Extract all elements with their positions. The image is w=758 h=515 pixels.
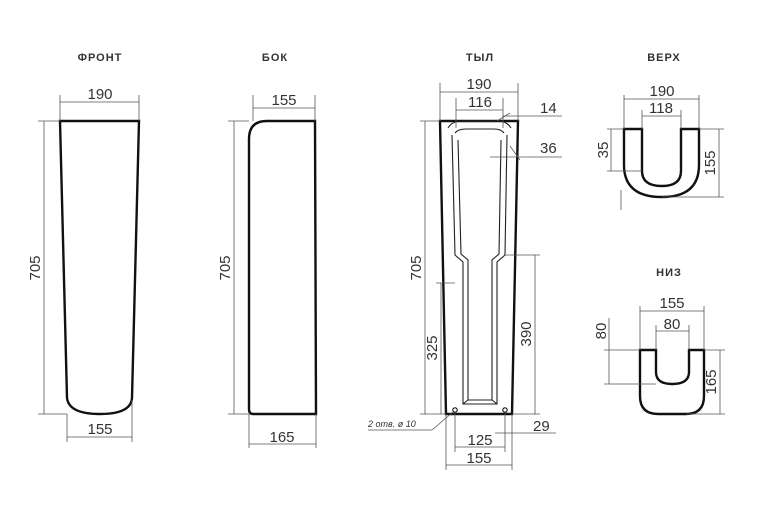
back-width-bottom-label: 155 xyxy=(466,450,491,467)
front-pedestal-outline xyxy=(58,119,141,416)
bottom-width-label: 155 xyxy=(659,295,684,312)
back-height-left-label: 325 xyxy=(424,335,441,360)
bottom-wall-label: 80 xyxy=(593,323,610,340)
front-height-label: 705 xyxy=(27,255,44,280)
side-view: БОК 155 705 165 xyxy=(217,52,318,448)
front-width-bottom-label: 155 xyxy=(87,421,112,438)
front-view: ФРОНТ 190 705 155 xyxy=(27,52,141,442)
front-view-title: ФРОНТ xyxy=(78,52,123,64)
top-view: ВЕРХ 190 118 155 35 xyxy=(595,52,724,210)
top-wall-label: 35 xyxy=(595,142,612,159)
front-width-top-label: 190 xyxy=(87,86,112,103)
back-offset-inner-label: 36 xyxy=(540,140,557,157)
side-height-label: 705 xyxy=(217,255,234,280)
side-view-title: БОК xyxy=(262,52,288,64)
top-width-label: 190 xyxy=(649,83,674,100)
bottom-inner-width-label: 80 xyxy=(664,316,681,333)
back-offset-top-label: 14 xyxy=(540,100,557,117)
mounting-hole-left xyxy=(452,407,458,413)
side-width-bottom-label: 165 xyxy=(269,429,294,446)
side-width-top-label: 155 xyxy=(271,92,296,109)
top-inner-width-label: 118 xyxy=(649,100,673,117)
back-view-title: ТЫЛ xyxy=(466,52,494,64)
bottom-depth-label: 165 xyxy=(703,369,720,394)
bottom-view: НИЗ 155 80 165 80 xyxy=(593,267,725,416)
back-holes-note: 2 отв. ø 10 xyxy=(367,419,416,429)
top-depth-label: 155 xyxy=(702,150,719,175)
back-height-right-label: 390 xyxy=(518,321,535,346)
back-inner-channel xyxy=(447,120,512,129)
back-view: ТЫЛ 190 116 14 36 705 xyxy=(367,52,562,470)
back-hole-offset-label: 29 xyxy=(533,418,550,435)
side-pedestal-outline xyxy=(247,119,318,416)
top-section-outline xyxy=(622,127,701,199)
back-width-top-label: 190 xyxy=(466,76,491,93)
bottom-section-outline xyxy=(638,348,706,416)
bottom-view-title: НИЗ xyxy=(656,267,682,279)
back-inner-width-label: 116 xyxy=(468,94,492,111)
back-height-label: 705 xyxy=(408,255,425,280)
mounting-hole-right xyxy=(502,407,508,413)
back-hole-spacing-label: 125 xyxy=(467,432,492,449)
top-view-title: ВЕРХ xyxy=(647,52,681,64)
